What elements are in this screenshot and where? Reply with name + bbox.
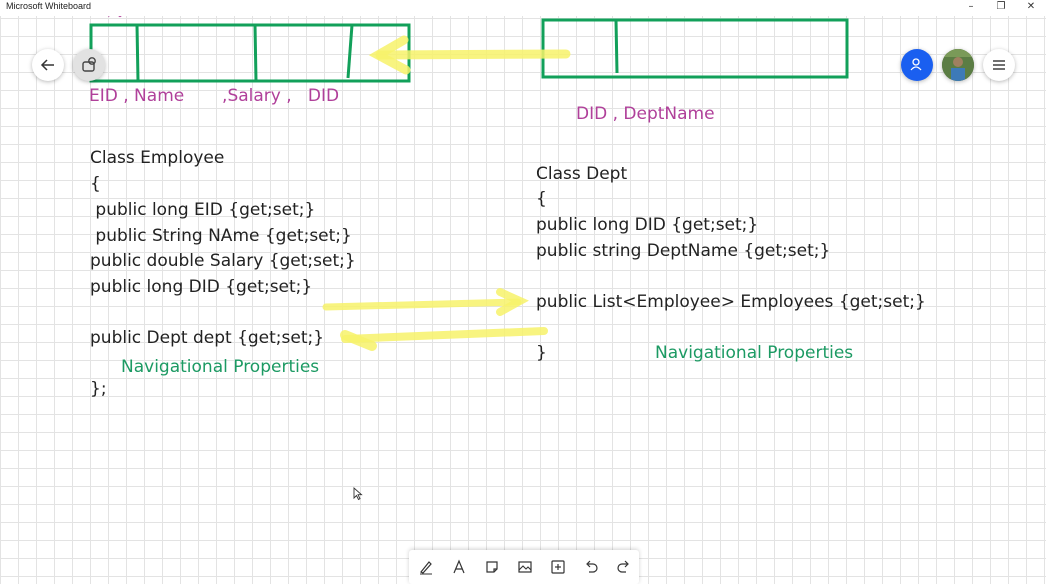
create-toolbar	[409, 550, 639, 584]
text-icon[interactable]	[450, 558, 468, 576]
employee-nav-properties-label: Navigational Properties	[121, 357, 320, 377]
code-line: }	[536, 343, 547, 363]
close-button[interactable]: ✕	[1026, 1, 1036, 12]
code-line: Class Employee	[90, 148, 225, 168]
highlighter-arrow-to-employee	[340, 327, 548, 351]
avatar-image	[942, 49, 974, 81]
image-icon[interactable]	[516, 558, 534, 576]
code-line: {	[536, 189, 547, 209]
title-bar: Microsoft Whiteboard – ❐ ✕	[0, 0, 1046, 16]
ink-to-shape-button[interactable]	[73, 49, 105, 81]
person-add-icon	[910, 58, 922, 71]
highlighter-arrow-to-dept	[322, 288, 529, 316]
code-line: public String NAme {get;set;}	[90, 226, 352, 246]
undo-icon[interactable]	[582, 558, 600, 576]
ink-shape-icon	[82, 57, 96, 72]
employee-table-drawing	[89, 23, 411, 83]
code-line: public List<Employee> Employees {get;set…	[536, 292, 926, 312]
hamburger-menu-icon	[993, 60, 1005, 70]
code-line: public long DID {get;set;}	[90, 277, 313, 297]
code-line: {	[90, 174, 101, 194]
dept-table-drawing	[541, 18, 849, 79]
code-line: public long DID {get;set;}	[536, 215, 759, 235]
code-line: public string DeptName {get;set;}	[536, 241, 831, 261]
arrow-left-icon	[40, 59, 54, 71]
invite-button[interactable]	[901, 49, 933, 81]
sticky-note-icon[interactable]	[483, 558, 501, 576]
mouse-cursor-icon	[353, 486, 363, 501]
code-line: Class Dept	[536, 164, 628, 184]
dept-nav-properties-label: Navigational Properties	[655, 343, 854, 363]
code-line: };	[90, 379, 107, 399]
pen-icon[interactable]	[417, 558, 435, 576]
code-line: public long EID {get;set;}	[90, 200, 316, 220]
back-button[interactable]	[32, 49, 64, 81]
restore-button[interactable]: ❐	[996, 1, 1006, 12]
highlighter-arrow-fk	[368, 35, 571, 75]
minimize-button[interactable]: –	[968, 1, 974, 12]
user-avatar[interactable]	[942, 49, 974, 81]
insert-icon[interactable]	[549, 558, 567, 576]
app-title: Microsoft Whiteboard	[6, 1, 92, 11]
code-line: public double Salary {get;set;}	[90, 251, 356, 271]
settings-menu-button[interactable]	[983, 49, 1015, 81]
code-line: public Dept dept {get;set;}	[90, 328, 325, 348]
dept-columns-label: DID , DeptName	[576, 104, 715, 124]
redo-icon[interactable]	[615, 558, 633, 576]
employee-columns-label: EID , Name ,Salary , DID	[89, 86, 340, 106]
